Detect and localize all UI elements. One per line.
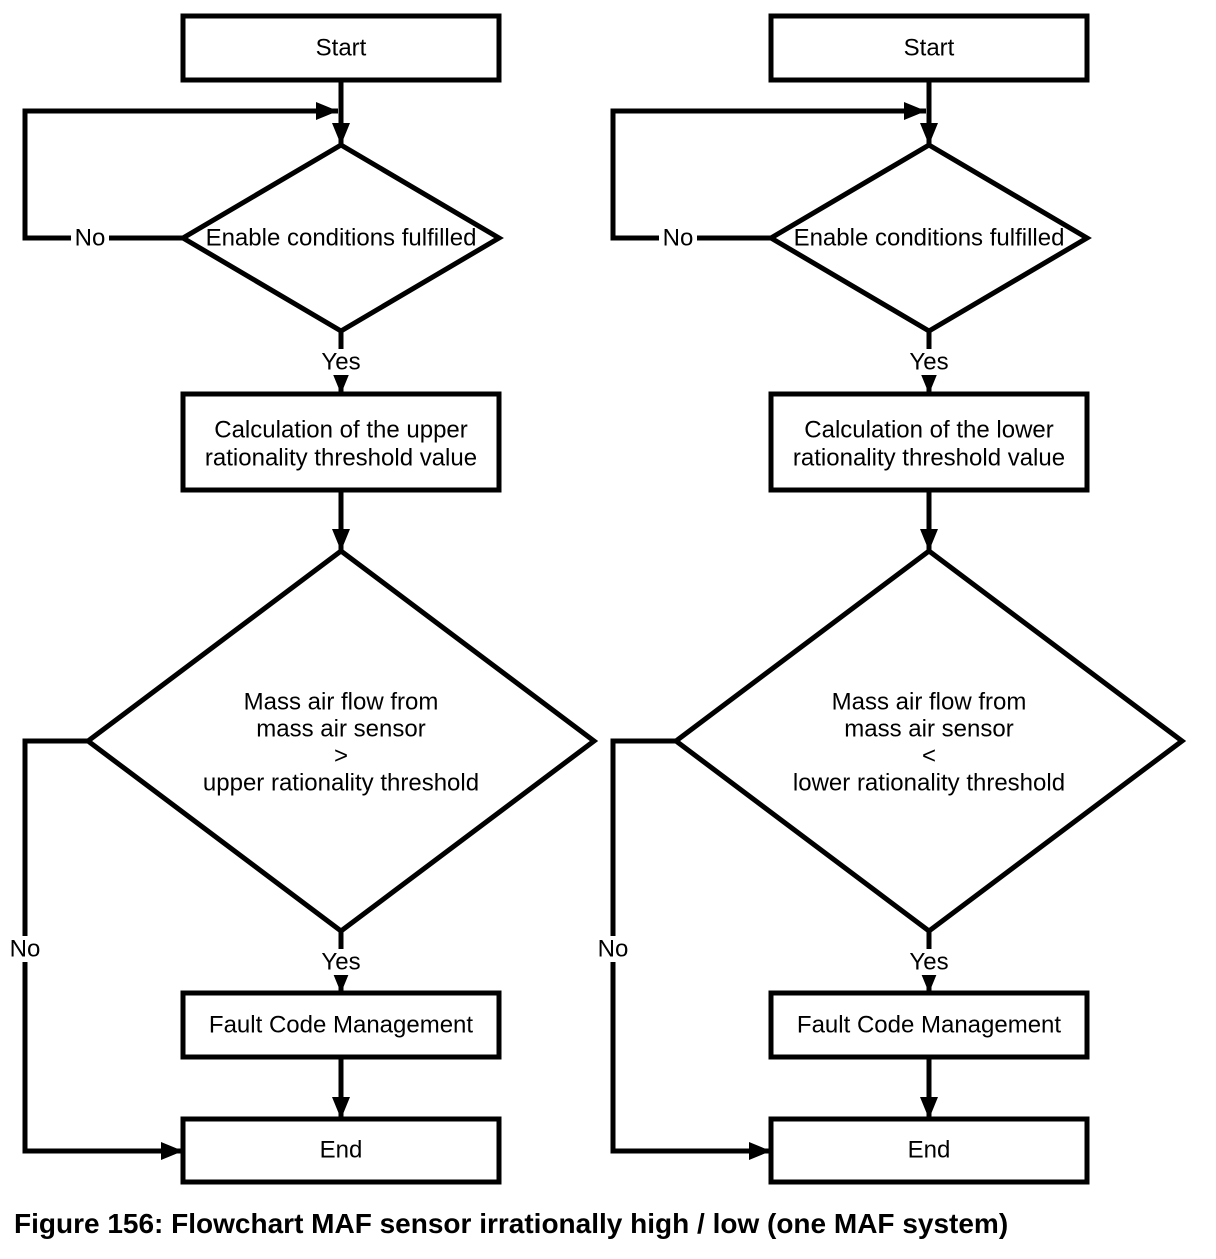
fault-code-management-label: Fault Code Management [797,1012,1061,1039]
decision2-yes-label: Yes [321,949,360,976]
figure-caption: Figure 156: Flowchart MAF sensor irratio… [14,1208,1008,1239]
decision1-label: Enable conditions fulfilled [794,225,1065,252]
fault-code-management-node [768,990,1090,1060]
no-label-background [594,936,632,962]
yes-label-background [318,349,364,375]
decision2-label-line2: mass air sensor [844,716,1013,743]
decision2-no-label: No [10,936,41,963]
start-label: Start [316,35,367,62]
calculation-label-line1: Calculation of the upper [214,417,468,444]
decision2-no-label: No [598,936,629,963]
calculation-label-line2: rationality threshold value [205,445,477,472]
decision1-label: Enable conditions fulfilled [206,225,477,252]
calculation-node [768,391,1090,493]
fault-code-management-label: Fault Code Management [209,1012,473,1039]
yes-label-background [906,349,952,375]
decision1-yes-label: Yes [909,349,948,376]
arrow-decision2-no-to-end [22,738,183,1160]
decision2-label-line4: upper rationality threshold [203,770,479,797]
end-node [768,1116,1090,1185]
decision2-label-line3: > [334,743,348,770]
decision1-no-label: No [75,225,106,252]
decision2-yes-label: Yes [909,949,948,976]
arrow-decision2-no-to-end [610,738,771,1160]
end-label: End [908,1137,951,1164]
decision2-label-line2: mass air sensor [256,716,425,743]
decision2-label-line1: Mass air flow from [244,689,439,716]
start-label: Start [904,35,955,62]
flowchart-right: Start No Enable conditions fulfilled Yes… [594,13,1187,1185]
decision2-label-line4: lower rationality threshold [793,770,1065,797]
yes-label-background [906,949,952,975]
decision2-label-line1: Mass air flow from [832,689,1027,716]
calculation-label-line1: Calculation of the lower [804,417,1053,444]
fault-code-management-node [180,990,502,1060]
calculation-label-line2: rationality threshold value [793,445,1065,472]
no-label-background [6,936,44,962]
decision2-label-line3: < [922,743,936,770]
no-label-background [71,225,109,251]
end-label: End [320,1137,363,1164]
yes-label-background [318,949,364,975]
no-label-background [659,225,697,251]
decision1-no-label: No [663,225,694,252]
decision1-yes-label: Yes [321,349,360,376]
flowchart-left: Start No Enable conditions fulfilled Yes… [6,13,599,1185]
end-node [180,1116,502,1185]
